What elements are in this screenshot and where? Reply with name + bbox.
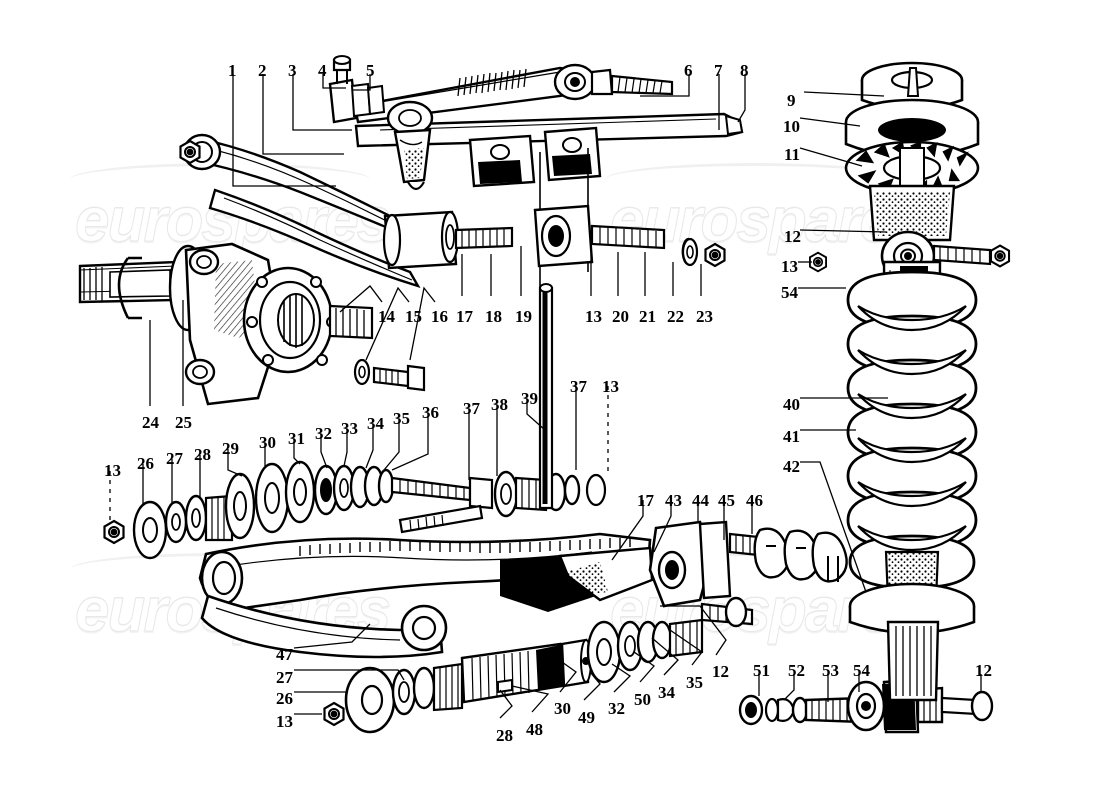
callout-number-11: 11	[784, 145, 801, 164]
callout-number-25: 25	[175, 413, 192, 432]
callout-number-26: 26	[137, 454, 154, 473]
callout-number-15: 15	[405, 307, 422, 326]
callout-number-10: 10	[783, 117, 800, 136]
callout-number-54: 54	[853, 661, 870, 680]
callout-number-38: 38	[491, 395, 508, 414]
callout-number-33: 33	[341, 419, 358, 438]
callout-number-2: 2	[258, 61, 267, 80]
callout-number-27: 27	[166, 449, 183, 468]
callout-number-34: 34	[367, 414, 384, 433]
callout-number-23: 23	[696, 307, 713, 326]
callout-number-52: 52	[788, 661, 805, 680]
callout-number-12: 12	[784, 227, 801, 246]
callout-number-40: 40	[783, 395, 800, 414]
callout-number-7: 7	[714, 61, 723, 80]
callout-number-27: 27	[276, 668, 293, 687]
callout-number-45: 45	[718, 491, 735, 510]
callout-number-13: 13	[104, 461, 121, 480]
callout-number-24: 24	[142, 413, 159, 432]
callout-number-39: 39	[521, 389, 538, 408]
callout-number-5: 5	[366, 61, 375, 80]
callout-number-18: 18	[485, 307, 502, 326]
callout-number-12: 12	[712, 662, 729, 681]
callout-number-36: 36	[422, 403, 439, 422]
callout-number-13: 13	[602, 377, 619, 396]
callout-number-26: 26	[276, 689, 293, 708]
callout-number-44: 44	[692, 491, 709, 510]
callout-number-35: 35	[686, 673, 703, 692]
callout-number-8: 8	[740, 61, 749, 80]
callout-number-42: 42	[783, 457, 800, 476]
callout-number-13: 13	[585, 307, 602, 326]
callout-number-47: 47	[276, 645, 293, 664]
callout-number-28: 28	[194, 445, 211, 464]
callout-number-34: 34	[658, 683, 675, 702]
callout-number-13: 13	[781, 257, 798, 276]
callout-number-46: 46	[746, 491, 763, 510]
callout-number-54: 54	[781, 283, 798, 302]
callout-number-4: 4	[318, 61, 327, 80]
callout-number-16: 16	[431, 307, 448, 326]
callout-number-53: 53	[822, 661, 839, 680]
callout-number-35: 35	[393, 409, 410, 428]
callout-number-41: 41	[783, 427, 800, 446]
callout-number-31: 31	[288, 429, 305, 448]
callout-number-3: 3	[288, 61, 297, 80]
callout-number-43: 43	[665, 491, 682, 510]
callout-number-13: 13	[276, 712, 293, 731]
callout-number-9: 9	[787, 91, 796, 110]
callout-number-32: 32	[315, 424, 332, 443]
callout-number-30: 30	[259, 433, 276, 452]
callout-number-50: 50	[634, 690, 651, 709]
callout-number-22: 22	[667, 307, 684, 326]
watermark-swoosh	[605, 163, 905, 196]
callout-number-17: 17	[637, 491, 654, 510]
callout-number-1: 1	[228, 61, 237, 80]
callout-number-19: 19	[515, 307, 532, 326]
callout-number-20: 20	[612, 307, 629, 326]
callout-number-30: 30	[554, 699, 571, 718]
callout-number-28: 28	[496, 726, 513, 745]
callout-number-48: 48	[526, 720, 543, 739]
callout-number-14: 14	[378, 307, 395, 326]
callout-number-37: 37	[463, 399, 480, 418]
callout-number-21: 21	[639, 307, 656, 326]
callout-number-29: 29	[222, 439, 239, 458]
callout-number-12: 12	[975, 661, 992, 680]
callout-number-37: 37	[570, 377, 587, 396]
callout-number-6: 6	[684, 61, 693, 80]
callout-number-51: 51	[753, 661, 770, 680]
callout-number-17: 17	[456, 307, 473, 326]
callout-number-49: 49	[578, 708, 595, 727]
callout-number-32: 32	[608, 699, 625, 718]
